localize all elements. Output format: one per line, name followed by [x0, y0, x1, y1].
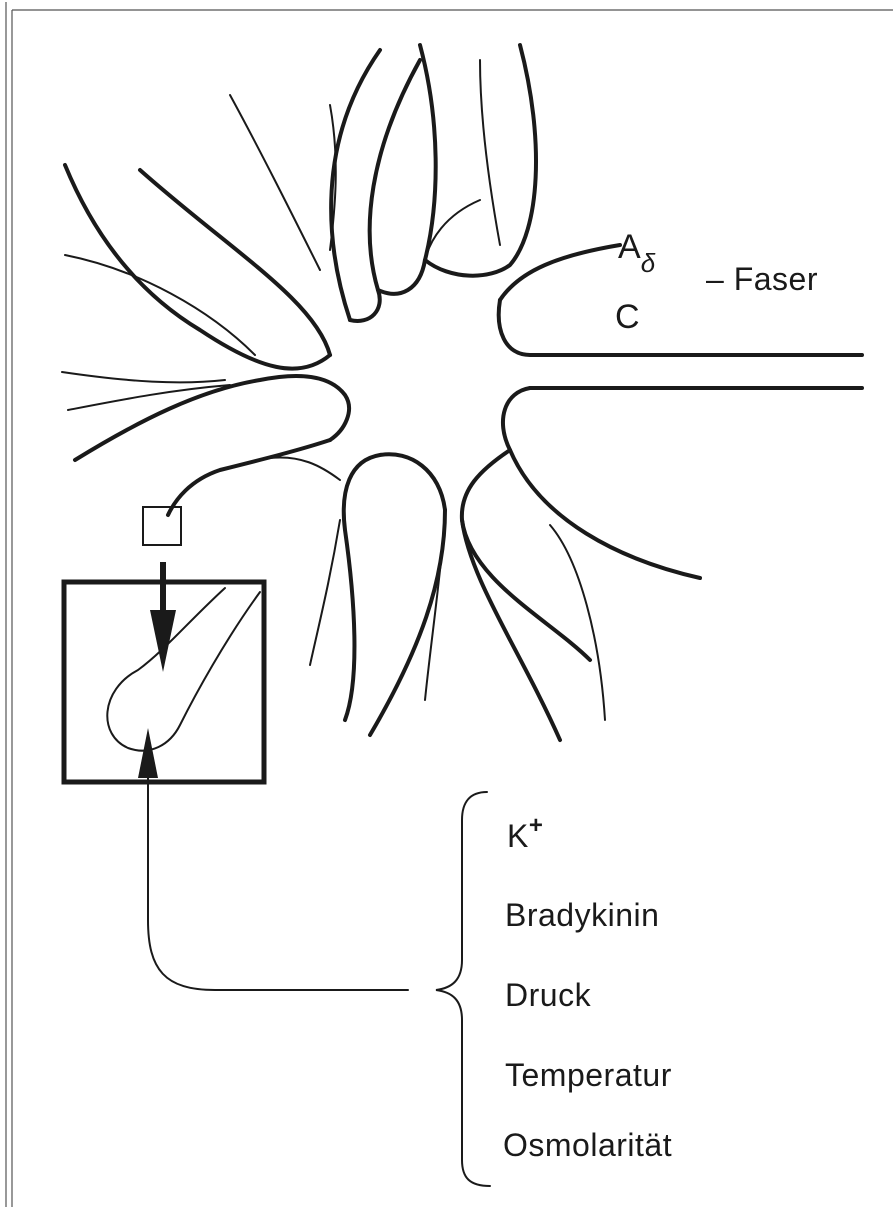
stimulus-k-plus: K+: [507, 812, 543, 854]
a-delta-label: Aδ: [618, 228, 656, 278]
stimulus-temperatur: Temperatur: [505, 1057, 672, 1093]
stimuli-list: K+ Bradykinin Druck Temperatur Osmolarit…: [503, 812, 672, 1163]
page-frame: [6, 2, 893, 1207]
receptor-marker-box: [143, 507, 181, 545]
stimulus-bradykinin: Bradykinin: [505, 897, 659, 933]
stimulus-brace: [436, 792, 490, 1186]
c-label: C: [615, 298, 640, 336]
stimulus-arrow: [138, 728, 408, 990]
fiber-labels: Aδ – Faser C: [615, 228, 818, 336]
neuron-cell: [62, 45, 862, 740]
stimulus-druck: Druck: [505, 977, 592, 1013]
faser-label: – Faser: [706, 261, 818, 297]
stimulus-osmolaritat: Osmolarität: [503, 1127, 672, 1163]
